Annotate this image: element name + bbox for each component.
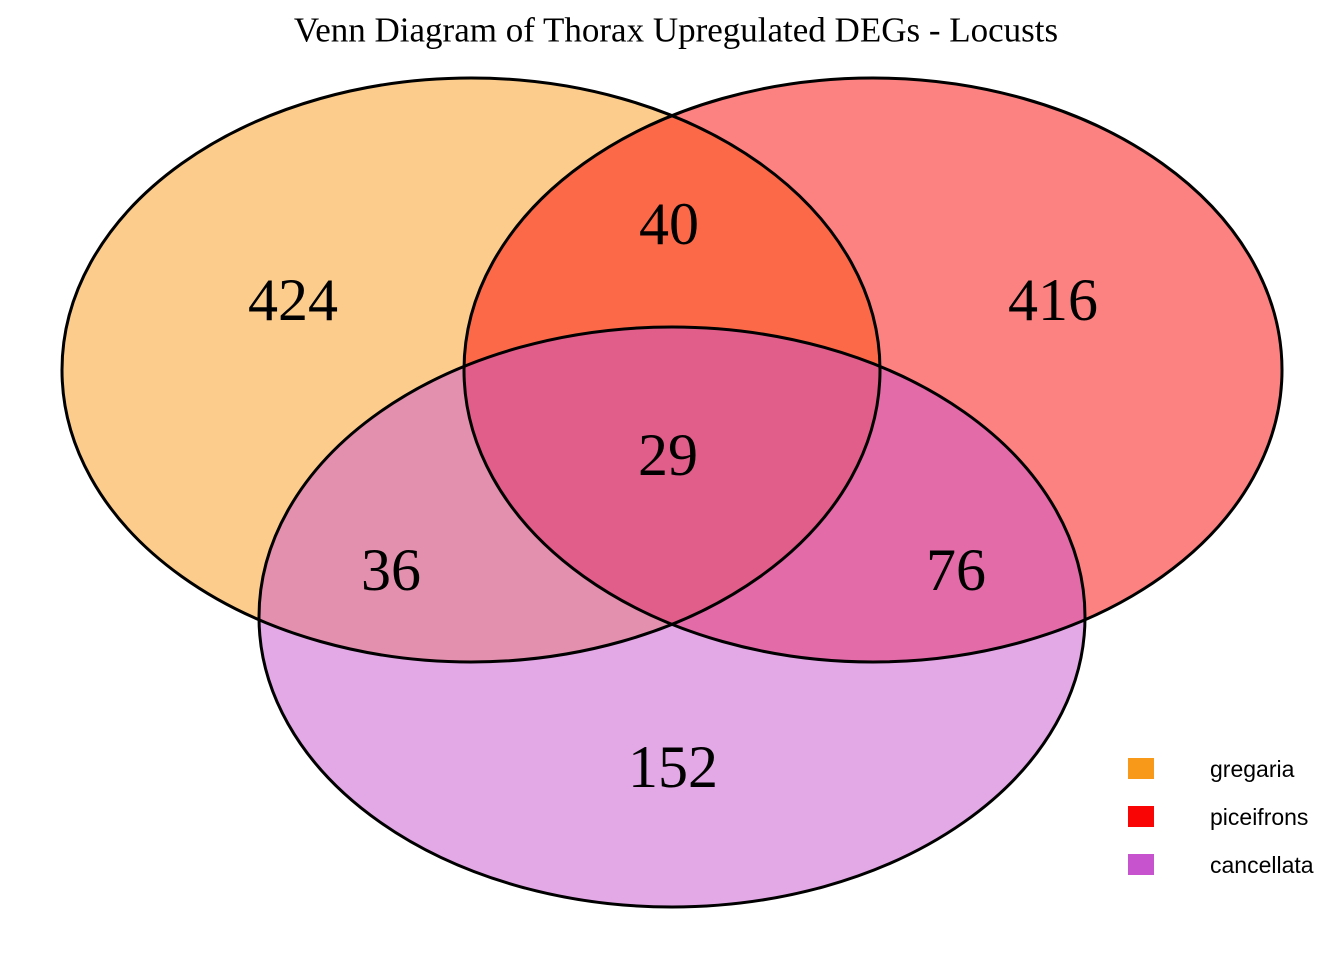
legend-swatch-gregaria [1128, 758, 1154, 779]
count-gregaria-only: 424 [248, 267, 338, 333]
outline-cancellata [257, 325, 1087, 909]
count-piceifrons-cancellata: 76 [926, 537, 986, 603]
count-all-three: 29 [638, 422, 698, 488]
legend-label-piceifrons: piceifrons [1210, 804, 1308, 830]
legend-swatch-piceifrons [1128, 806, 1154, 827]
legend: gregaria piceifrons cancellata [1128, 756, 1314, 878]
venn-outlines [60, 76, 1284, 909]
outline-piceifrons [462, 76, 1284, 664]
count-gregaria-cancellata: 36 [361, 537, 421, 603]
region-counts: 424 416 40 29 36 76 152 [248, 191, 1098, 800]
legend-swatch-cancellata [1128, 854, 1154, 875]
legend-label-cancellata: cancellata [1210, 852, 1314, 878]
outline-gregaria [60, 76, 882, 664]
ellipse-cancellata [259, 327, 1085, 907]
chart-title: Venn Diagram of Thorax Upregulated DEGs … [294, 11, 1058, 50]
count-cancellata-only: 152 [628, 734, 718, 800]
count-gregaria-piceifrons: 40 [639, 191, 699, 257]
venn-fills [62, 78, 1282, 907]
count-piceifrons-only: 416 [1008, 267, 1098, 333]
legend-label-gregaria: gregaria [1210, 756, 1295, 782]
